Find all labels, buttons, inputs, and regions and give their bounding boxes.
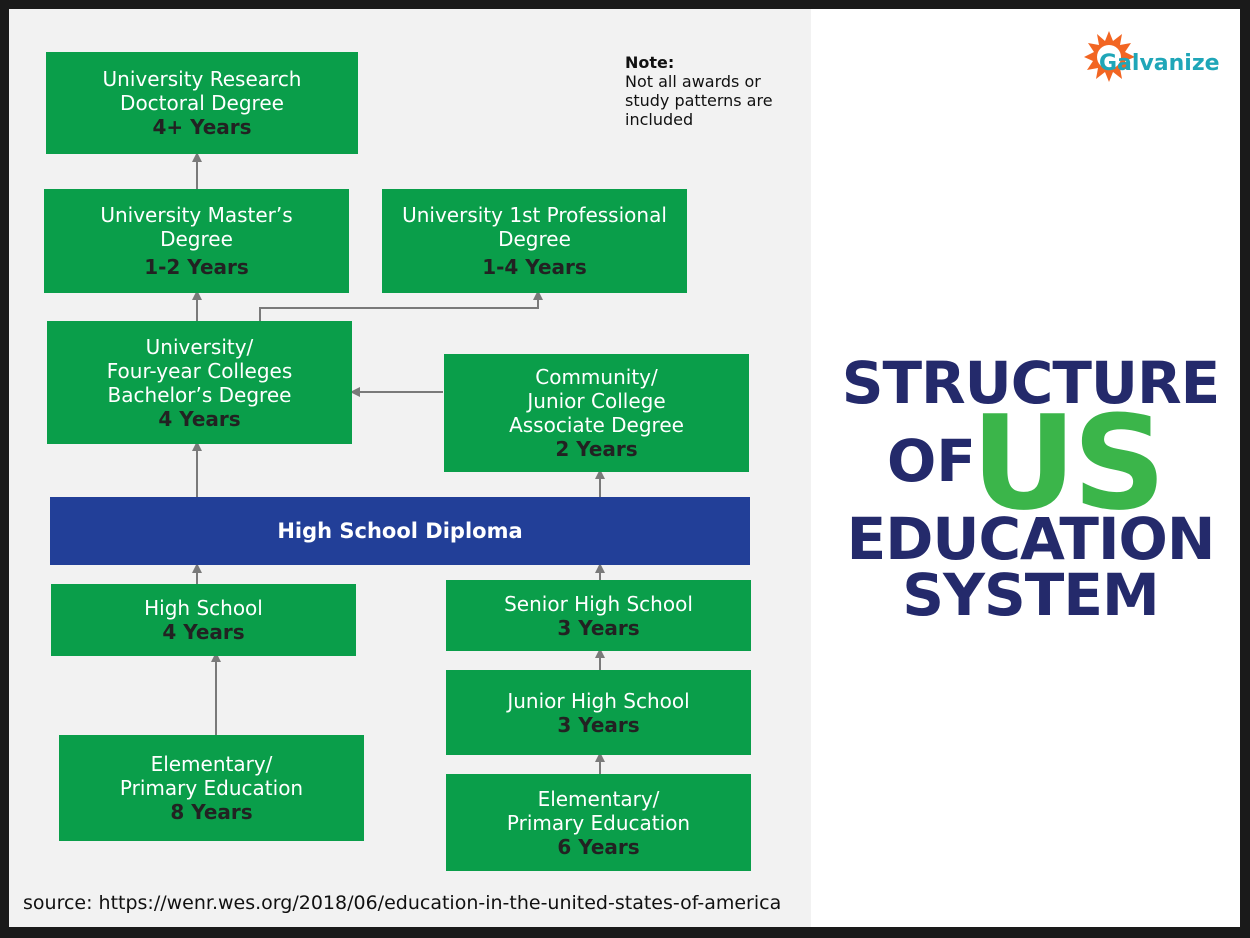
community-line-2: Junior College	[527, 389, 666, 413]
elementary-6-duration: 6 Years	[557, 834, 640, 859]
professional-line-2: Degree	[498, 227, 571, 251]
note-line-3: included	[625, 110, 694, 129]
bachelors-line-3: Bachelor’s Degree	[107, 382, 292, 407]
arrow-bachelors-to-professional	[259, 290, 543, 321]
elementary-6-line-2: Primary Education	[506, 810, 691, 835]
elementary-8-line-2: Primary Education	[119, 776, 304, 800]
masters-duration: 1-2 Years	[144, 255, 249, 279]
community-duration: 2 Years	[555, 437, 638, 461]
high-school-box: High School 4 Years	[51, 584, 356, 656]
diagram-panel: University Research Doctoral Degree 4+ Y…	[9, 9, 811, 927]
junior-high-label: Junior High School	[507, 688, 690, 713]
note-line-2: study patterns are	[625, 91, 773, 110]
masters-degree-box: University Master’s Degree 1-2 Years	[44, 189, 349, 293]
junior-high-school-box: Junior High School 3 Years	[446, 670, 751, 755]
senior-high-duration: 3 Years	[557, 615, 640, 640]
senior-high-school-box: Senior High School 3 Years	[446, 580, 751, 651]
elementary-8-line-1: Elementary/	[150, 752, 273, 776]
doctoral-degree-box: University Research Doctoral Degree 4+ Y…	[46, 52, 358, 154]
note-line-1: Not all awards or	[625, 72, 761, 91]
high-school-label: High School	[144, 596, 263, 620]
community-line-1: Community/	[535, 365, 658, 389]
masters-line-1: University Master’s	[100, 203, 293, 227]
masters-line-2: Degree	[160, 227, 233, 251]
title-education: EDUCATION	[846, 505, 1216, 573]
high-school-duration: 4 Years	[162, 620, 245, 644]
bachelors-line-2: Four-year Colleges	[106, 358, 293, 383]
source-citation: source: https://wenr.wes.org/2018/06/edu…	[23, 892, 782, 914]
title-structure: STRUCTURE	[841, 349, 1221, 417]
note-block: Note: Not all awards or study patterns a…	[625, 53, 773, 129]
senior-high-label: Senior High School	[504, 591, 693, 616]
connector-arrows	[192, 152, 605, 774]
professional-degree-box: University 1st Professional Degree 1-4 Y…	[382, 189, 687, 293]
bachelors-degree-box: University/ Four-year Colleges Bachelor’…	[47, 321, 352, 444]
professional-line-1: University 1st Professional	[402, 203, 667, 227]
professional-duration: 1-4 Years	[482, 255, 587, 279]
galvanize-logo-text: Galvanize	[1099, 51, 1220, 76]
doctoral-duration: 4+ Years	[152, 115, 252, 139]
elementary-6-years-box: Elementary/ Primary Education 6 Years	[446, 774, 751, 871]
note-heading: Note:	[625, 53, 675, 72]
community-line-3: Associate Degree	[509, 413, 684, 437]
doctoral-line-1: University Research	[102, 67, 302, 91]
title-system: SYSTEM	[902, 561, 1159, 629]
elementary-8-duration: 8 Years	[170, 800, 253, 824]
bachelors-line-1: University/	[145, 334, 254, 359]
title-of: OF	[887, 427, 976, 495]
title-us: US	[971, 387, 1166, 539]
junior-high-duration: 3 Years	[557, 712, 640, 737]
bachelors-duration: 4 Years	[158, 406, 241, 431]
high-school-diploma-bar: High School Diploma	[50, 497, 750, 565]
diploma-label: High School Diploma	[277, 519, 523, 543]
elementary-6-line-1: Elementary/	[537, 786, 660, 811]
doctoral-line-2: Doctoral Degree	[120, 91, 284, 115]
community-college-box: Community/ Junior College Associate Degr…	[444, 354, 749, 472]
infographic-frame: University Research Doctoral Degree 4+ Y…	[9, 9, 1240, 927]
galvanize-logo-icon	[1084, 31, 1135, 82]
elementary-8-years-box: Elementary/ Primary Education 8 Years	[59, 735, 364, 841]
